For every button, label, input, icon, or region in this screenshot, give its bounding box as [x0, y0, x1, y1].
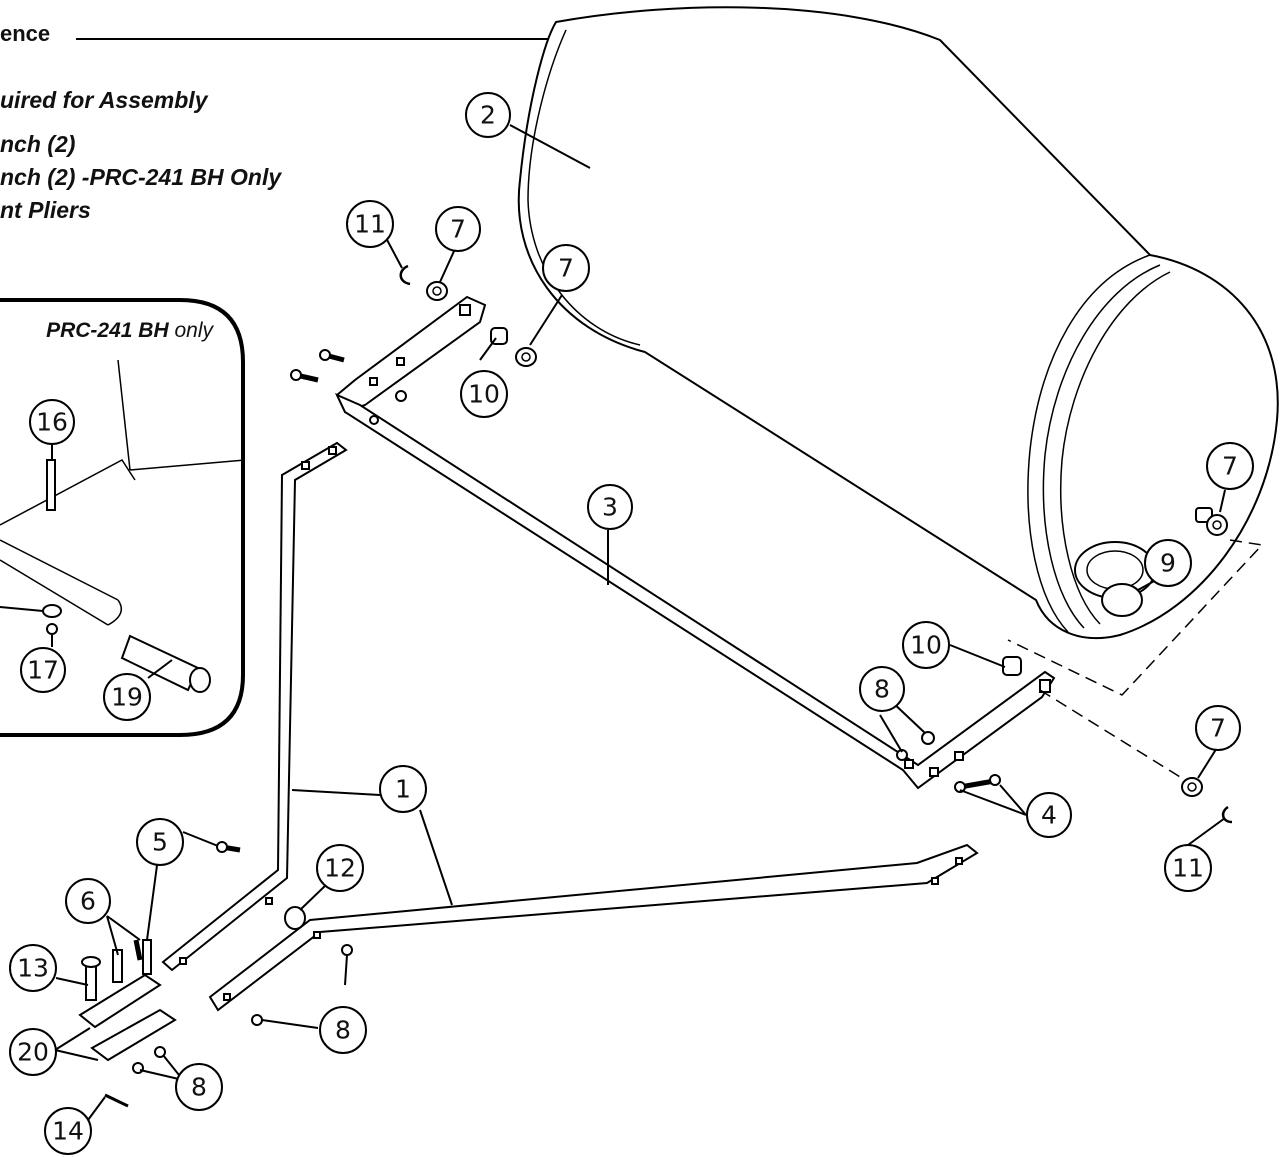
- washer-icon: [515, 347, 537, 367]
- callout-8: 8: [859, 666, 905, 712]
- callout-number: 11: [1172, 854, 1204, 883]
- callout-11: 11: [346, 200, 394, 248]
- nut-icon: [896, 749, 908, 761]
- callout-19: 19: [103, 673, 151, 721]
- cotter-pin-icon: [104, 1093, 129, 1108]
- callout-number: 20: [17, 1038, 49, 1067]
- bearing-icon: [1002, 656, 1022, 676]
- callout-number: 4: [1041, 801, 1057, 830]
- tool-item-1: nch (2): [0, 131, 75, 157]
- callout-2: 2: [465, 92, 511, 138]
- inset-caption-bold: PRC-241 BH: [46, 319, 169, 342]
- callout-number: 8: [335, 1016, 351, 1045]
- callout-6: 6: [65, 878, 111, 924]
- bracket-icon: [90, 1008, 177, 1062]
- callout-number: 7: [558, 254, 574, 283]
- drain-plug: [1101, 583, 1143, 617]
- washer-icon: [1206, 514, 1228, 536]
- spacer-icon: [284, 906, 306, 930]
- nut-icon: [251, 1014, 263, 1026]
- callout-number: 10: [910, 631, 942, 660]
- roller-frame: [334, 295, 1056, 790]
- callout-9: 9: [1144, 539, 1192, 587]
- callout-number: 7: [1210, 714, 1226, 743]
- washer-icon: [1181, 777, 1203, 797]
- header: ence uired for Assembly nch (2) nch (2) …: [0, 21, 582, 223]
- roller-drum: [517, 6, 1279, 640]
- callout-number: 14: [52, 1117, 84, 1146]
- callout-number: 1: [395, 775, 411, 804]
- callout-number: 9: [1160, 549, 1176, 578]
- leader-lines: [0, 124, 1226, 1121]
- callout-number: 3: [602, 493, 618, 522]
- clip-icon: [399, 264, 411, 286]
- callout-1: 1: [379, 765, 427, 813]
- axle-stub: [1195, 507, 1213, 523]
- callouts: 2 11 7 7 10 3 7 9 10 8 7 4 11 1 5 12 6 1…: [9, 92, 1254, 1155]
- callout-7: 7: [1195, 705, 1241, 751]
- callout-8: 8: [319, 1006, 367, 1054]
- callout-number: 16: [36, 408, 68, 437]
- callout-number: 2: [480, 101, 496, 130]
- callout-number: 11: [354, 210, 386, 239]
- svg-text:PRC-241 BH only: PRC-241 BH only: [46, 319, 214, 342]
- callout-number: 12: [324, 854, 356, 883]
- callout-number: 13: [17, 954, 49, 983]
- assembly-dashed-line: [1039, 689, 1186, 781]
- clip-icon: [1221, 805, 1233, 824]
- callout-3: 3: [587, 484, 633, 530]
- callout-number: 7: [450, 215, 466, 244]
- inset-pin-icon: [46, 459, 56, 511]
- callout-4: 4: [1026, 792, 1072, 838]
- callout-number: 10: [468, 380, 500, 409]
- callout-number: 5: [152, 828, 168, 857]
- assembly-dashed-line: [1007, 539, 1264, 696]
- callout-7: 7: [1206, 442, 1254, 490]
- callout-17: 17: [20, 647, 66, 693]
- callout-7: 7: [435, 206, 481, 252]
- callout-8: 8: [175, 1063, 223, 1111]
- header-title: ence: [0, 21, 50, 46]
- tool-item-3: nt Pliers: [0, 197, 91, 223]
- callout-number: 7: [1222, 452, 1238, 481]
- callout-number: 17: [27, 656, 59, 685]
- bolt-icon: [133, 352, 1001, 961]
- callout-5: 5: [136, 818, 184, 866]
- callout-number: 8: [874, 675, 890, 704]
- callout-10: 10: [902, 621, 950, 669]
- tools-heading: uired for Assembly: [0, 87, 209, 113]
- inset-caption: only: [174, 319, 214, 342]
- callout-10: 10: [460, 370, 508, 418]
- nut-icon: [341, 944, 353, 956]
- inset-washer-icon: [42, 604, 62, 618]
- callout-12: 12: [316, 844, 364, 892]
- callout-14: 14: [44, 1107, 92, 1155]
- handle-bars: [161, 441, 979, 1012]
- nut-icon: [154, 1046, 166, 1058]
- callout-number: 8: [191, 1073, 207, 1102]
- callout-13: 13: [9, 944, 57, 992]
- callout-20: 20: [9, 1028, 57, 1076]
- nut-icon: [132, 1062, 144, 1074]
- inset-nut-icon: [46, 623, 58, 635]
- callout-7: 7: [542, 244, 590, 292]
- washer-icon: [426, 281, 448, 301]
- bracket-icon: [78, 973, 162, 1029]
- callout-number: 19: [111, 683, 143, 712]
- callout-number: 6: [80, 887, 96, 916]
- clevis-pin-icon: [142, 939, 152, 975]
- callout-11: 11: [1164, 844, 1212, 892]
- nut-icon: [921, 731, 935, 745]
- hardware: [78, 264, 1233, 1108]
- callout-16: 16: [29, 399, 75, 445]
- tool-item-2: nch (2) -PRC-241 BH Only: [0, 164, 282, 190]
- handle-grip-icon: [120, 634, 200, 692]
